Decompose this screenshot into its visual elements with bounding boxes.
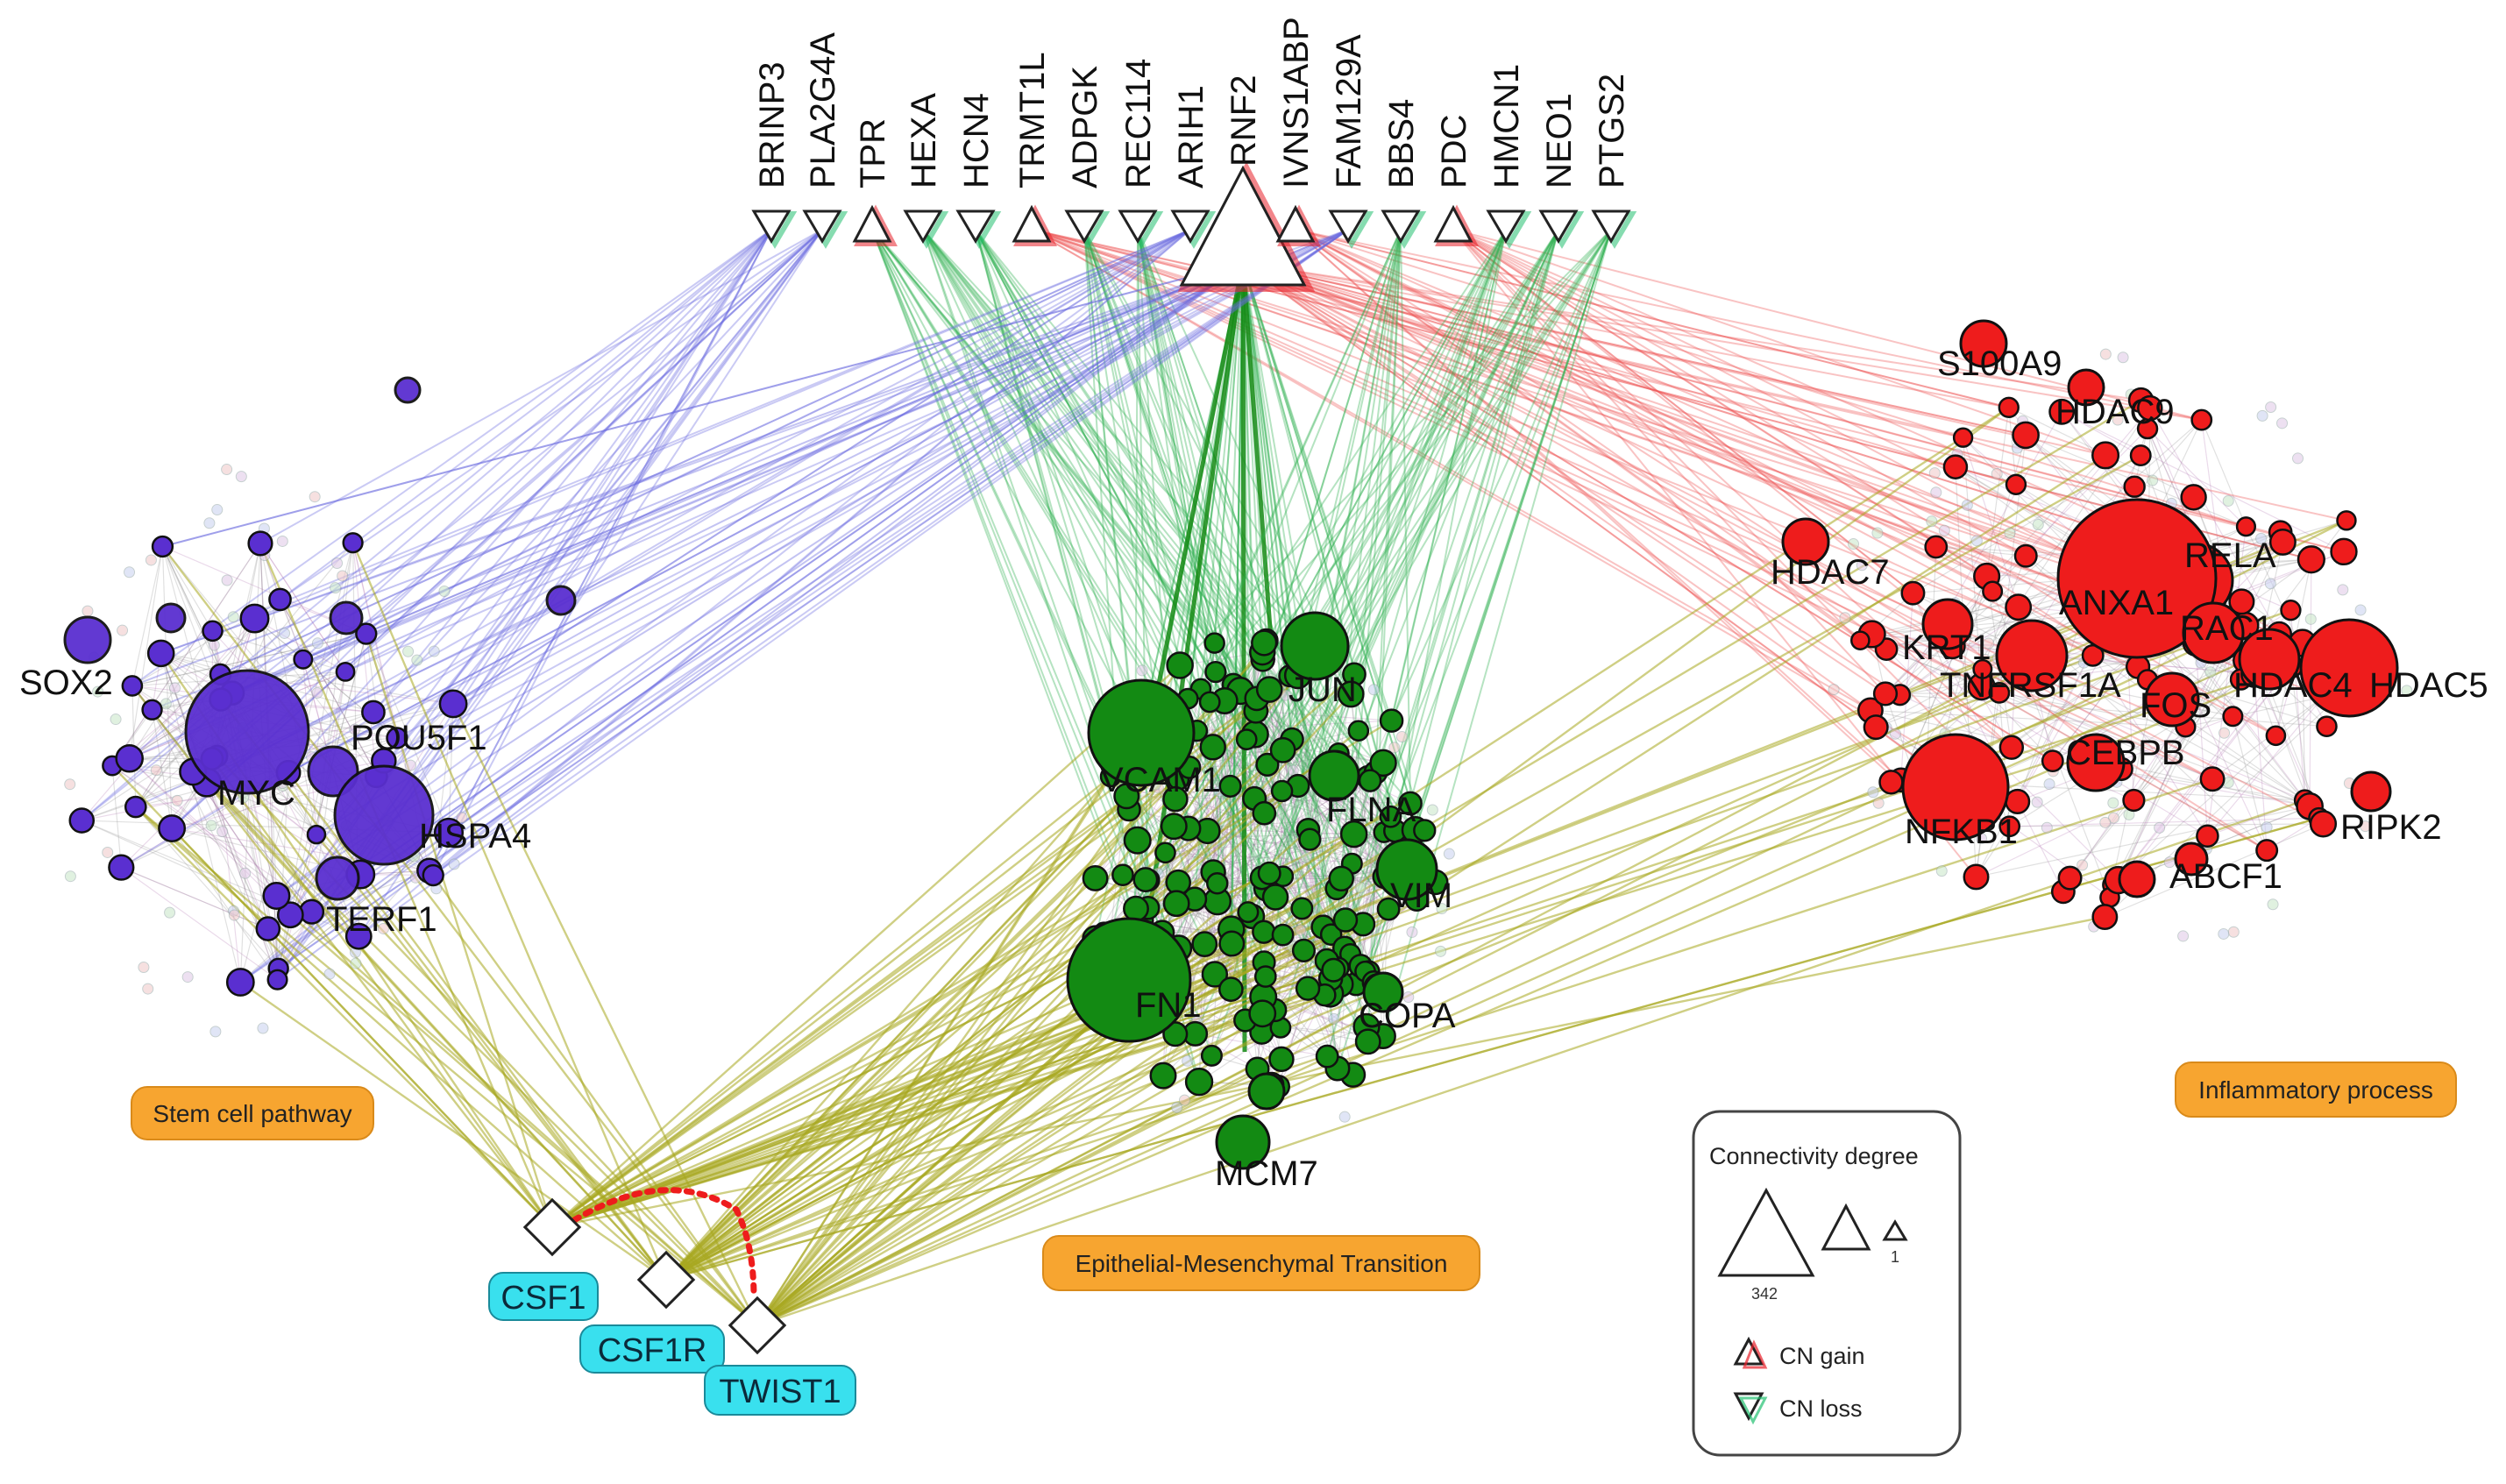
network-nodes bbox=[63, 319, 2413, 1170]
top-gene-label: TRMT1L bbox=[1013, 52, 1052, 188]
svg-text:CSF1R: CSF1R bbox=[598, 1332, 707, 1369]
top-gene-label: RNF2 bbox=[1225, 75, 1263, 167]
top-gene-label: BBS4 bbox=[1382, 99, 1421, 188]
legend-triangle-large bbox=[1717, 1187, 1815, 1277]
csf1-csf1r-dotted-link bbox=[571, 1187, 757, 1301]
top-gene-label: ARIH1 bbox=[1172, 85, 1210, 188]
top-gene-label: HMCN1 bbox=[1487, 64, 1526, 188]
top-gene-rec114: REC114 bbox=[1118, 59, 1164, 249]
top-gene-label: PTGS2 bbox=[1593, 74, 1631, 188]
top-gene-pla2g4a: PLA2G4A bbox=[802, 32, 848, 249]
diamond-twist1 bbox=[728, 1296, 787, 1355]
top-gene-brinp3: BRINP3 bbox=[751, 62, 798, 249]
tag-stem-cell-pathway: Stem cell pathway bbox=[131, 1086, 374, 1140]
gene-label-pou5f1: POU5F1 bbox=[351, 719, 487, 757]
gene-label-cebpb: CEBPB bbox=[2066, 734, 2185, 772]
top-gene-row: BRINP3 PLA2G4A TPR HEXA HCN4 TRMT1L ADPGK REC11… bbox=[751, 17, 1637, 292]
gene-label-jun: JUN bbox=[1288, 671, 1357, 709]
legend-loss-label: CN loss bbox=[1779, 1395, 1863, 1422]
gene-label-hdac9: HDAC9 bbox=[2055, 393, 2175, 431]
gene-label-hdac4: HDAC4 bbox=[2233, 666, 2353, 705]
top-gene-ivns1abp: IVNS1ABP bbox=[1275, 17, 1321, 246]
tag-inflammatory-process: Inflammatory process bbox=[2175, 1062, 2457, 1118]
top-gene-arih1: ARIH1 bbox=[1170, 85, 1217, 249]
top-gene-fam129a: FAM129A bbox=[1328, 34, 1374, 249]
gene-label-ripk2: RIPK2 bbox=[2340, 808, 2442, 847]
top-gene-label: HCN4 bbox=[957, 93, 996, 188]
legend-gain-label: CN gain bbox=[1779, 1343, 1865, 1369]
top-gene-tpr: TPR bbox=[852, 118, 898, 246]
gene-label-vcam1: VCAM1 bbox=[1100, 761, 1221, 799]
top-gene-adpgk: ADPGK bbox=[1064, 66, 1111, 249]
tag-emt: Epithelial-Mesenchymal Transition bbox=[1042, 1235, 1480, 1291]
gene-label-fos: FOS bbox=[2140, 686, 2211, 725]
badge-csf1: CSF1 bbox=[488, 1272, 599, 1321]
gene-label-tnfrsf1a: TNFRSF1A bbox=[1940, 666, 2121, 705]
gene-label-mcm7: MCM7 bbox=[1215, 1154, 1318, 1193]
regulator-olive-edges bbox=[111, 399, 2347, 1327]
top-gene-label: BRINP3 bbox=[753, 62, 792, 189]
svg-text:Epithelial-Mesenchymal Transit: Epithelial-Mesenchymal Transition bbox=[1076, 1250, 1448, 1277]
top-gene-trmt1l: TRMT1L bbox=[1012, 52, 1057, 246]
gene-label-rac1: RAC1 bbox=[2180, 609, 2274, 648]
top-gene-ptgs2: PTGS2 bbox=[1591, 74, 1637, 249]
gene-label-flna: FLNA bbox=[1326, 791, 1416, 829]
legend-triangle-medium bbox=[1821, 1203, 1871, 1251]
regulator-group: CSF1 CSF1R TWIST1 bbox=[488, 1187, 856, 1416]
legend-box: Connectivity degree 342 1 CN gain CN los… bbox=[1692, 1110, 1962, 1457]
gene-label-terf1: TERF1 bbox=[326, 900, 437, 939]
gene-label-vim: VIM bbox=[1390, 877, 1452, 915]
top-gene-label: IVNS1ABP bbox=[1277, 17, 1316, 188]
top-gene-label: ADPGK bbox=[1066, 66, 1104, 188]
gene-label-krt1: KRT1 bbox=[1902, 628, 1991, 667]
gene-label-hdac7: HDAC7 bbox=[1771, 553, 1890, 592]
gene-label-nfkb1: NFKB1 bbox=[1905, 813, 2018, 851]
top-gene-hexa: HEXA bbox=[903, 93, 949, 249]
gene-label-s100a9: S100A9 bbox=[1937, 344, 2062, 383]
gene-label-sox2: SOX2 bbox=[19, 664, 113, 702]
gene-label-hspa4: HSPA4 bbox=[419, 817, 531, 856]
top-gene-label: PLA2G4A bbox=[804, 32, 842, 188]
top-gene-pdc: PDC bbox=[1433, 115, 1479, 246]
regulator-edges bbox=[81, 229, 2355, 1083]
gene-label-abcf1: ABCF1 bbox=[2169, 857, 2282, 896]
gene-label-anxa1: ANXA1 bbox=[2059, 584, 2174, 622]
svg-text:CSF1: CSF1 bbox=[500, 1280, 586, 1317]
gene-label-fn1: FN1 bbox=[1135, 986, 1202, 1025]
svg-text:Stem cell pathway: Stem cell pathway bbox=[153, 1100, 351, 1127]
legend-gain-triangle bbox=[1733, 1336, 1764, 1366]
gene-label-hdac5: HDAC5 bbox=[2369, 666, 2488, 705]
top-gene-bbs4: BBS4 bbox=[1381, 99, 1427, 249]
top-gene-hmcn1: HMCN1 bbox=[1486, 64, 1532, 249]
gene-label-myc: MYC bbox=[217, 774, 295, 813]
top-gene-label: PDC bbox=[1435, 115, 1473, 188]
top-gene-label: TPR bbox=[854, 118, 892, 188]
top-gene-hcn4: HCN4 bbox=[955, 93, 1002, 249]
top-gene-label: FAM129A bbox=[1330, 34, 1368, 188]
legend-min-label: 1 bbox=[1891, 1248, 1899, 1266]
gene-labels: SOX2 MYC POU5F1 HSPA4 TERF1 JUN VCAM1 FL… bbox=[19, 344, 2488, 1193]
diamond-csf1r bbox=[636, 1250, 696, 1310]
legend-max-label: 342 bbox=[1751, 1285, 1778, 1303]
top-gene-neo1: NEO1 bbox=[1538, 93, 1585, 249]
diamond-csf1 bbox=[522, 1197, 582, 1257]
top-gene-label: HEXA bbox=[905, 93, 943, 188]
gene-label-copa: COPA bbox=[1359, 997, 1456, 1035]
badge-csf1r: CSF1R bbox=[579, 1324, 725, 1374]
top-gene-label: NEO1 bbox=[1540, 93, 1579, 188]
legend-triangle-small bbox=[1882, 1219, 1908, 1241]
top-gene-rnf2: RNF2 bbox=[1177, 75, 1316, 292]
gene-label-rela: RELA bbox=[2184, 536, 2276, 575]
badge-twist1: TWIST1 bbox=[704, 1365, 856, 1416]
legend-title: Connectivity degree bbox=[1709, 1143, 1919, 1169]
svg-text:TWIST1: TWIST1 bbox=[719, 1374, 841, 1410]
top-gene-label: REC114 bbox=[1119, 59, 1158, 188]
svg-text:Inflammatory process: Inflammatory process bbox=[2198, 1076, 2433, 1104]
